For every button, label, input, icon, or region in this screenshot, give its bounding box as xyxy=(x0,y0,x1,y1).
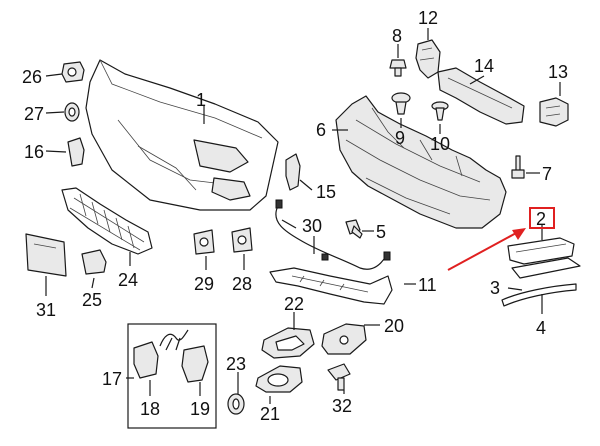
callout-32: 32 xyxy=(332,396,352,416)
bracket-16[interactable] xyxy=(67,137,85,167)
fog-bezel-22[interactable] xyxy=(261,327,315,359)
duct-kit-box xyxy=(127,323,217,429)
callout-19: 19 xyxy=(190,399,210,419)
highlight-arrow xyxy=(447,231,519,271)
callout-16: 16 xyxy=(24,142,44,162)
bracket-12[interactable] xyxy=(415,39,441,79)
bumper-cover[interactable] xyxy=(85,59,279,211)
bracket-15[interactable] xyxy=(285,153,301,191)
strip-4[interactable] xyxy=(501,283,577,307)
clip-8[interactable] xyxy=(389,59,407,77)
callout-28: 28 xyxy=(232,274,252,294)
callout-29: 29 xyxy=(194,274,214,294)
callout-10: 10 xyxy=(430,134,450,154)
callout-21: 21 xyxy=(260,404,280,424)
callout-20: 20 xyxy=(384,316,404,336)
wiring-harness[interactable] xyxy=(275,199,391,270)
callout-30: 30 xyxy=(302,216,322,236)
bracket-13[interactable] xyxy=(539,97,569,127)
callout-18: 18 xyxy=(140,399,160,419)
molding-2[interactable] xyxy=(507,237,575,265)
bracket-25[interactable] xyxy=(81,249,107,275)
lower-support[interactable] xyxy=(269,267,393,305)
callout-9: 9 xyxy=(395,128,405,148)
bracket-28[interactable] xyxy=(231,227,253,253)
clip-pair[interactable] xyxy=(159,329,189,351)
callout-31: 31 xyxy=(36,300,56,320)
callout-11: 11 xyxy=(418,275,437,295)
trim-3[interactable] xyxy=(511,257,581,279)
stud-7[interactable] xyxy=(511,155,525,179)
callout-25: 25 xyxy=(82,290,102,310)
callout-1: 1 xyxy=(196,90,206,110)
bulb-socket-32[interactable] xyxy=(327,363,351,391)
rivet-10[interactable] xyxy=(431,101,449,121)
callout-24: 24 xyxy=(118,270,138,290)
callout-6: 6 xyxy=(316,120,326,140)
license-bracket[interactable] xyxy=(25,233,67,277)
push-clip-9[interactable] xyxy=(391,92,411,115)
callout-8: 8 xyxy=(392,26,402,46)
sensor-26[interactable] xyxy=(61,61,85,83)
lower-grille[interactable] xyxy=(61,187,153,255)
duct-19[interactable] xyxy=(181,345,209,383)
bolt-5[interactable] xyxy=(345,219,363,239)
callout-4: 4 xyxy=(536,318,546,338)
highlight-box xyxy=(529,207,555,229)
callout-12: 12 xyxy=(418,8,438,28)
callout-22: 22 xyxy=(284,294,304,314)
callout-17: 17 xyxy=(102,369,122,389)
leader-lines xyxy=(45,28,561,404)
callout-3: 3 xyxy=(490,278,500,298)
grommet-23[interactable] xyxy=(227,393,245,415)
fog-lamp-21[interactable] xyxy=(255,365,303,393)
callout-13: 13 xyxy=(548,62,568,82)
callout-labels: 1 2 3 4 5 6 7 8 9 10 11 12 13 14 15 16 1… xyxy=(22,8,568,424)
highlight-callout xyxy=(447,207,555,271)
callout-7: 7 xyxy=(542,164,552,184)
callout-14: 14 xyxy=(474,56,494,76)
impact-absorber[interactable] xyxy=(335,95,507,229)
fog-cover-20[interactable] xyxy=(321,323,367,355)
callout-15: 15 xyxy=(316,182,336,202)
callout-27: 27 xyxy=(24,104,44,124)
duct-18[interactable] xyxy=(133,341,159,379)
callout-5: 5 xyxy=(376,222,386,242)
callout-23: 23 xyxy=(226,354,246,374)
upper-absorber-14[interactable] xyxy=(437,67,525,125)
callout-26: 26 xyxy=(22,67,42,87)
sensor-ring-27[interactable] xyxy=(64,102,80,122)
callout-2: 2 xyxy=(536,209,546,229)
bracket-29[interactable] xyxy=(193,229,215,255)
highlight-arrowhead xyxy=(512,228,526,240)
